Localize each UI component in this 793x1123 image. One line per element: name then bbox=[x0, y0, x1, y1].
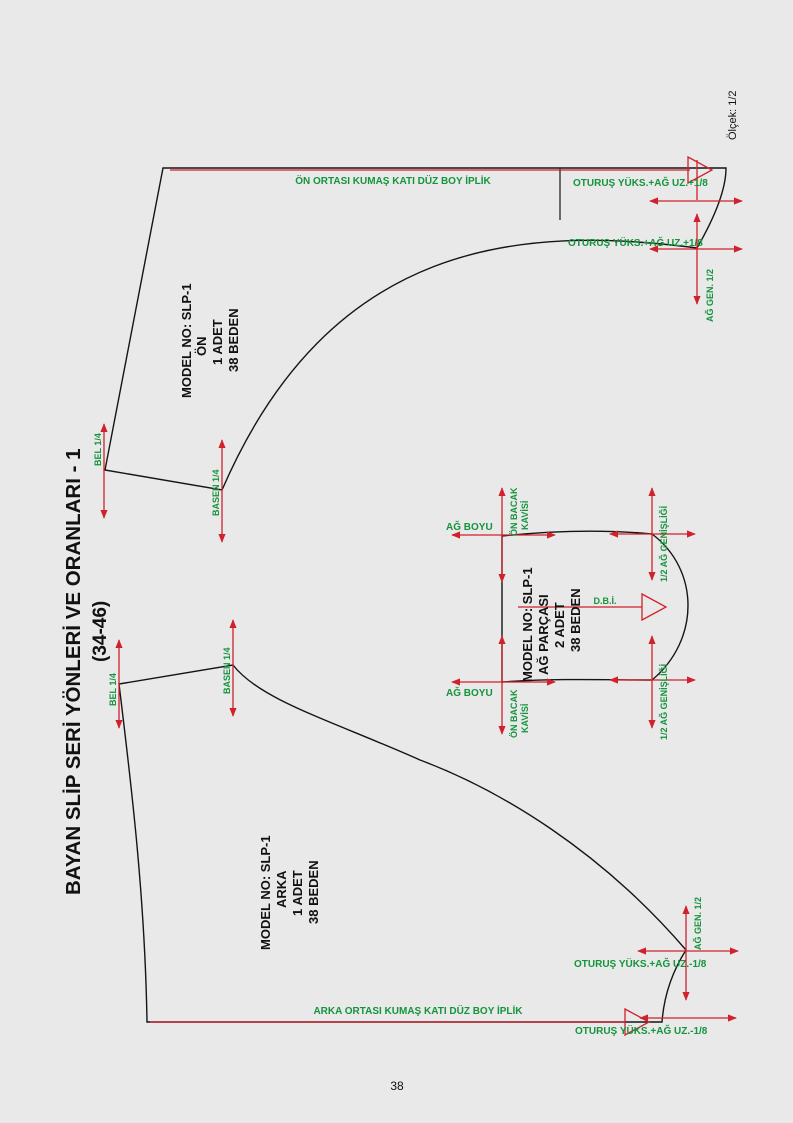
back-waist-label: BEL 1/4 bbox=[108, 673, 118, 706]
gusset-leg-bottom-label-2: KAVİSİ bbox=[520, 704, 530, 733]
back-model-line-3: 1 ADET bbox=[290, 870, 305, 916]
page-title: BAYAN SLİP SERİ YÖNLERİ VE ORANLARI - 1 bbox=[62, 448, 85, 895]
front-model-line-3: 1 ADET bbox=[210, 319, 225, 365]
gusset-outline bbox=[501, 530, 689, 683]
gusset-width-top-label: 1/2 AĞ GENİŞLİĞİ bbox=[658, 506, 669, 582]
gusset-piece: D.B.İ. MODEL NO: SLP-1 AĞ PARÇASI 2 ADET… bbox=[446, 487, 696, 740]
gusset-grain-label: D.B.İ. bbox=[593, 596, 616, 606]
gusset-width-bottom-label: 1/2 AĞ GENİŞLİĞİ bbox=[658, 664, 669, 740]
gusset-leg-top-label-2: KAVİSİ bbox=[520, 501, 530, 530]
gusset-model-line-4: 38 BEDEN bbox=[568, 588, 583, 652]
page-number: 38 bbox=[390, 1079, 404, 1093]
gusset-model-line-2: AĞ PARÇASI bbox=[536, 594, 551, 675]
back-model-line-2: ARKA bbox=[274, 870, 289, 908]
front-waist-label: BEL 1/4 bbox=[93, 433, 103, 466]
front-seat-mid-label: OTURUŞ YÜKS.+AĞ UZ.+1/8 bbox=[568, 236, 703, 249]
back-model-line-4: 38 BEDEN bbox=[306, 860, 321, 924]
front-outline bbox=[104, 167, 727, 491]
back-hip-label: BASEN 1/4 bbox=[222, 647, 232, 694]
front-crotch-label: AĞ GEN. 1/2 bbox=[704, 269, 715, 322]
gusset-length-bottom-label: AĞ BOYU bbox=[446, 686, 493, 699]
front-model-line-4: 38 BEDEN bbox=[226, 308, 241, 372]
gusset-leg-bottom-label-1: ÖN BACAK bbox=[509, 689, 519, 738]
gusset-leg-top-label-1: ÖN BACAK bbox=[509, 487, 519, 536]
front-hip-label: BASEN 1/4 bbox=[211, 469, 221, 516]
gusset-model-line-1: MODEL NO: SLP-1 bbox=[520, 567, 535, 682]
front-seat-top-label: OTURUŞ YÜKS.+AĞ UZ.+1/8 bbox=[573, 176, 708, 189]
front-model-block: MODEL NO: SLP-1 ÖN 1 ADET 38 BEDEN bbox=[179, 283, 241, 398]
back-seat-bottom-label: OTURUŞ YÜKS.+AĞ UZ.-1/8 bbox=[575, 1024, 708, 1037]
scale-label: Ölçek: 1/2 bbox=[727, 90, 739, 140]
back-crotch-label: AĞ GEN. 1/2 bbox=[692, 897, 703, 950]
back-model-block: MODEL NO: SLP-1 ARKA 1 ADET 38 BEDEN bbox=[258, 835, 321, 950]
back-seat-mid-label: OTURUŞ YÜKS.+AĞ UZ.-1/8 bbox=[574, 957, 707, 970]
back-grain-arrow bbox=[624, 1007, 651, 1037]
gusset-length-top-label: AĞ BOYU bbox=[446, 520, 493, 533]
back-model-line-1: MODEL NO: SLP-1 bbox=[258, 835, 273, 950]
gusset-model-block: MODEL NO: SLP-1 AĞ PARÇASI 2 ADET 38 BED… bbox=[520, 567, 583, 682]
back-grain-label: ARKA ORTASI KUMAŞ KATI DÜZ BOY İPLİK bbox=[313, 1004, 523, 1017]
back-piece: ARKA ORTASI KUMAŞ KATI DÜZ BOY İPLİK MOD… bbox=[108, 619, 739, 1037]
front-model-line-2: ÖN bbox=[194, 337, 209, 357]
front-piece: ÖN ORTASI KUMAŞ KATI DÜZ BOY İPLİK MODEL… bbox=[93, 155, 743, 543]
front-grain-label: ÖN ORTASI KUMAŞ KATI DÜZ BOY İPLİK bbox=[295, 174, 491, 187]
gusset-grain-arrow bbox=[641, 592, 668, 622]
front-model-line-1: MODEL NO: SLP-1 bbox=[179, 283, 194, 398]
title-block: BAYAN SLİP SERİ YÖNLERİ VE ORANLARI - 1 … bbox=[62, 448, 111, 895]
front-grain-arrow bbox=[687, 155, 714, 185]
gusset-model-line-3: 2 ADET bbox=[552, 602, 567, 648]
page-subtitle: (34-46) bbox=[90, 601, 111, 662]
